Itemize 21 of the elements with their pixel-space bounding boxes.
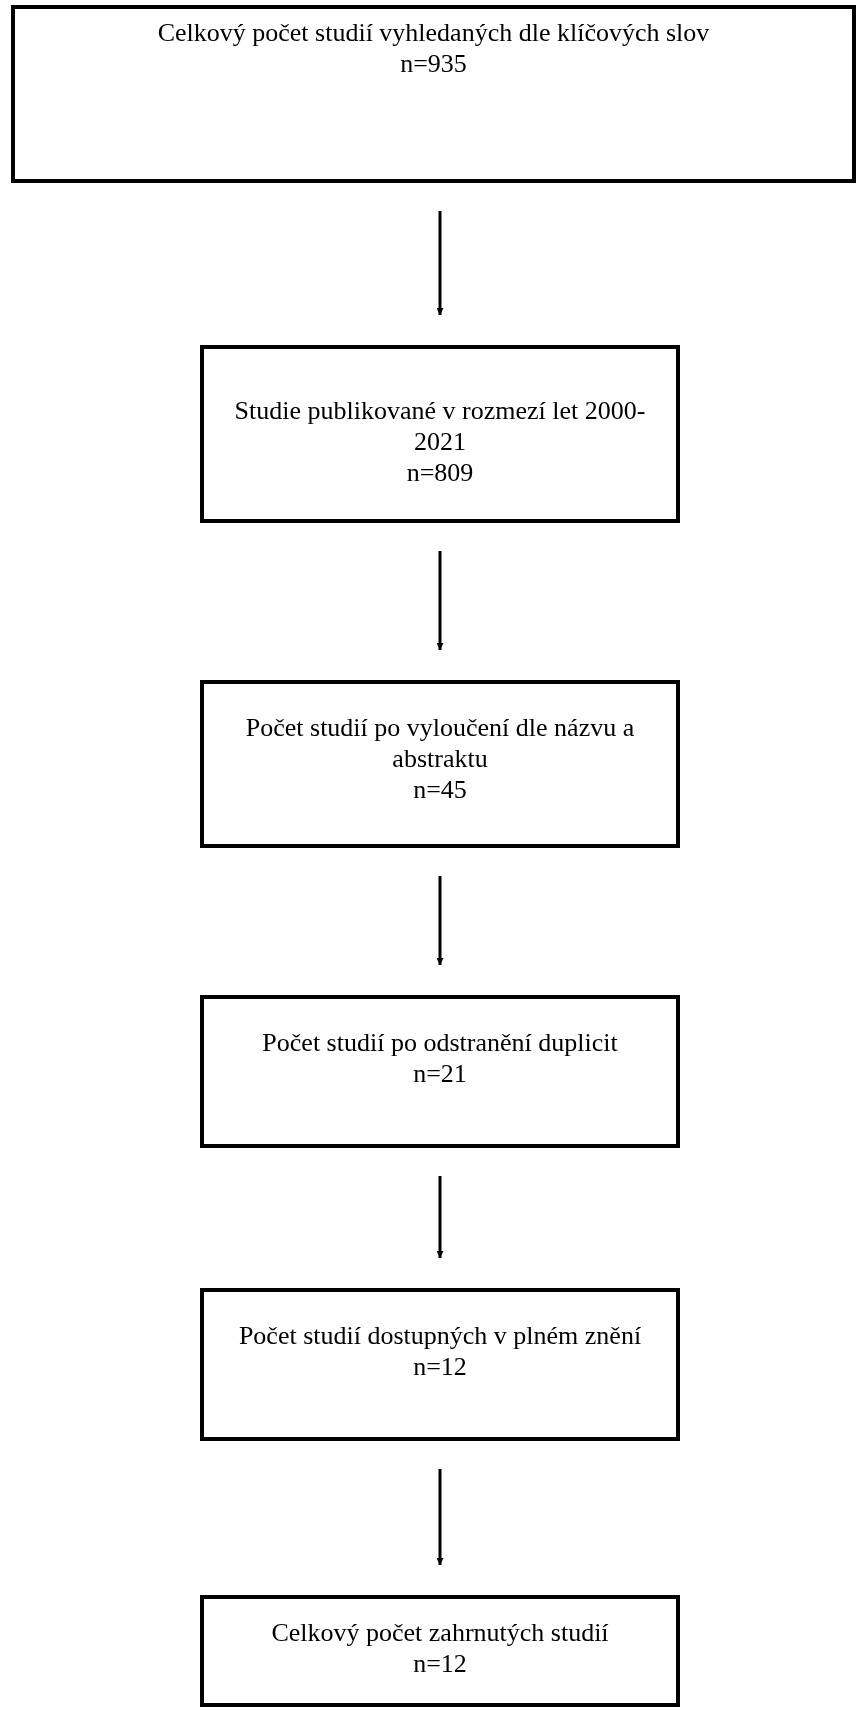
box-text: Počet studií po odstranění duplicit	[262, 1027, 618, 1059]
box-text: Celkový počet studií vyhledaných dle klíčových slov	[157, 17, 710, 49]
box-text: n=21	[413, 1058, 467, 1090]
process-box	[200, 345, 680, 523]
process-box	[11, 5, 856, 183]
arrow	[436, 551, 444, 650]
box-text: n=12	[413, 1351, 467, 1383]
process-box	[200, 1595, 680, 1707]
process-box	[200, 1288, 680, 1441]
arrow	[436, 1469, 444, 1565]
arrow	[436, 211, 444, 315]
box-text: n=12	[413, 1648, 467, 1680]
arrow	[436, 1176, 444, 1258]
process-box	[200, 680, 680, 848]
process-box	[200, 995, 680, 1148]
box-text: n=45	[413, 774, 467, 806]
box-text: n=935	[400, 48, 467, 80]
box-text: Celkový počet zahrnutých studií	[271, 1617, 609, 1649]
arrow	[436, 876, 444, 965]
box-text: Počet studií dostupných v plném znění	[238, 1320, 642, 1352]
box-text: n=809	[406, 457, 474, 489]
